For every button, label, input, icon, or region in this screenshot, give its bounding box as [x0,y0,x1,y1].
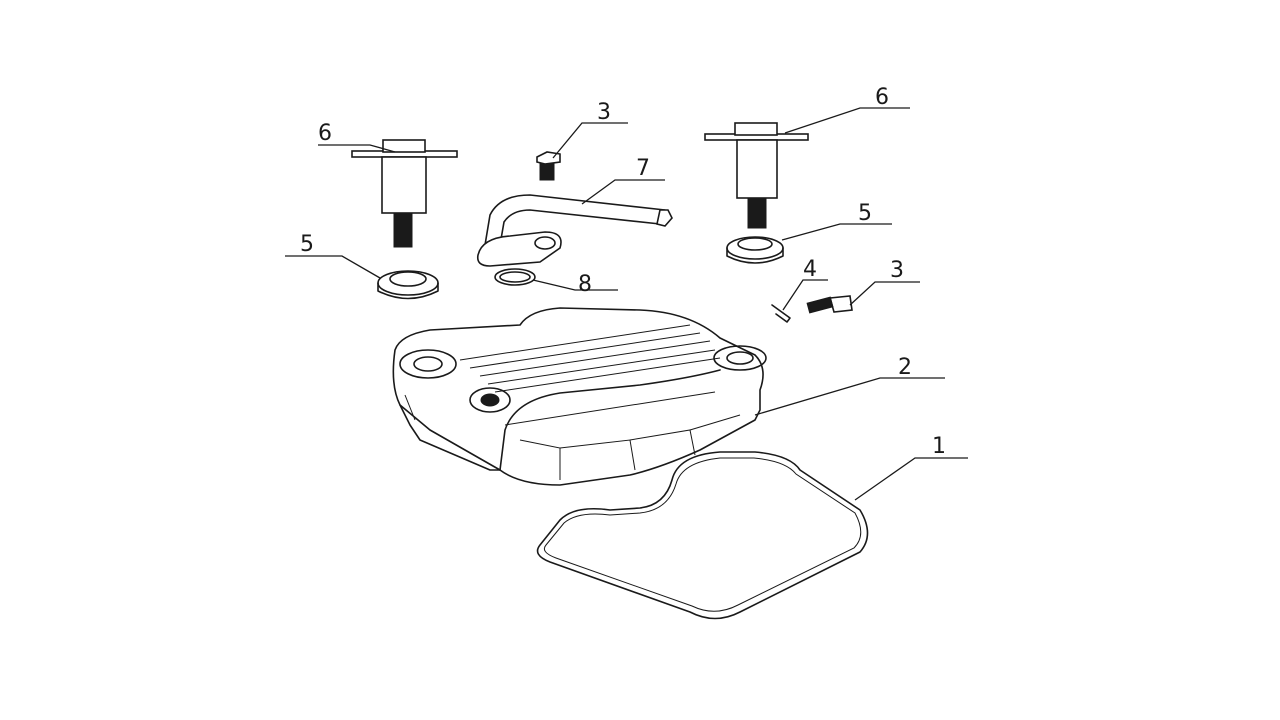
part-valve-cover [392,307,767,486]
part-clip [771,304,791,323]
part-washer-left [377,270,439,300]
part-gasket [536,451,869,620]
callout-5-left: 5 [300,232,314,257]
part-breather-pipe [476,194,673,267]
part-washer-right [726,236,784,264]
callout-6-left: 6 [318,121,332,146]
callout-6-right: 6 [875,85,889,110]
part-o-ring [494,268,536,286]
callout-2: 2 [898,355,912,380]
callout-1: 1 [932,434,946,459]
callout-5-right: 5 [858,201,872,226]
part-shoulder-bolt-left [351,139,458,248]
callout-4: 4 [803,257,817,282]
part-small-bolt-right [806,295,853,314]
callout-8: 8 [578,272,592,297]
leader-lines [285,107,968,501]
callout-7: 7 [636,156,650,181]
callout-3-right: 3 [890,258,904,283]
part-small-bolt-top [536,151,561,181]
part-shoulder-bolt-right [704,122,809,229]
callout-3-top: 3 [597,100,611,125]
